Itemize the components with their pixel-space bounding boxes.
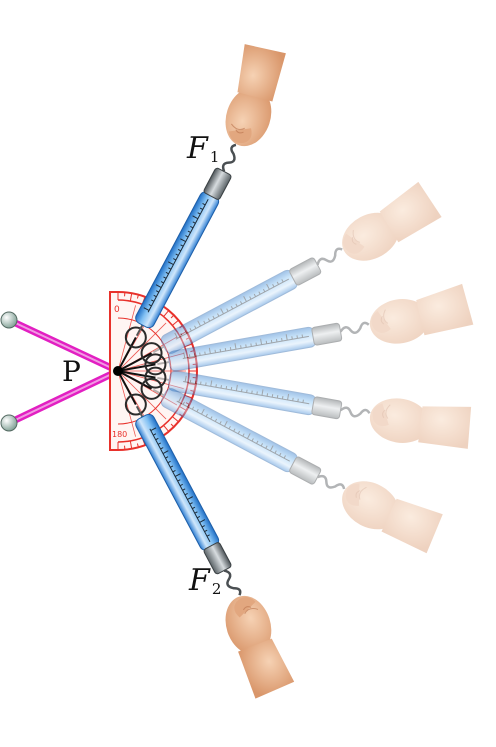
peg-icon xyxy=(1,312,17,328)
force1-symbol: F xyxy=(187,131,208,166)
knot-point xyxy=(113,366,123,376)
protractor-scale-top: 0 xyxy=(114,305,120,315)
force2-subscript: 2 xyxy=(212,580,222,598)
hand-icon xyxy=(366,390,475,455)
force2-symbol: F xyxy=(189,563,210,598)
strings xyxy=(1,312,118,431)
hand-icon xyxy=(334,468,447,558)
hand-icon xyxy=(218,589,295,701)
hand-icon xyxy=(214,40,291,152)
force1-subscript: 1 xyxy=(210,148,220,166)
peg-icon xyxy=(1,415,17,431)
ghost-balance xyxy=(154,352,476,454)
protractor-scale-bottom: 180 xyxy=(112,430,127,439)
hand-icon xyxy=(332,180,445,270)
point-label: P xyxy=(62,355,81,388)
hand-icon xyxy=(366,283,475,348)
